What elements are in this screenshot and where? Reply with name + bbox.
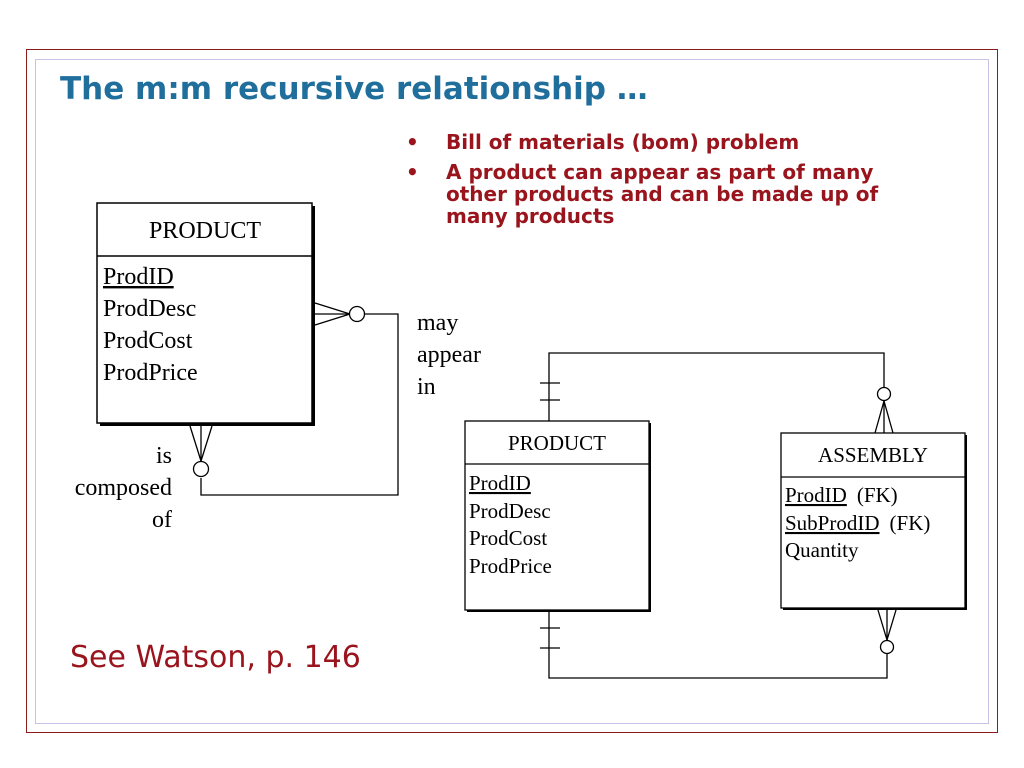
one-mandatory-marker-top: [540, 382, 560, 401]
entity-attribute-key: ProdID: [103, 264, 174, 290]
relationship-label: appear: [417, 342, 481, 368]
relationship-label: in: [417, 374, 436, 400]
left-er-diagram: PRODUCT ProdID ProdDesc ProdCost ProdPri…: [75, 202, 481, 533]
attribute-name: ProdID: [785, 483, 847, 507]
entity-name: PRODUCT: [508, 431, 606, 455]
reference-text: See Watson, p. 146: [70, 640, 361, 675]
crows-foot-many-optional-top: [874, 386, 894, 434]
attribute-suffix: (FK): [890, 511, 931, 535]
one-mandatory-marker-bottom: [540, 627, 560, 649]
bullet-text: A product can appear as part of many oth…: [446, 160, 879, 228]
bullet-icon: •: [406, 130, 419, 154]
bullet-item: • Bill of materials (bom) problem: [406, 131, 936, 153]
slide-title: The m:m recursive relationship …: [60, 71, 648, 107]
relationship-label: composed: [75, 475, 172, 501]
entity-attribute: ProdPrice: [469, 554, 552, 578]
crows-foot-many-optional-bottom: [877, 609, 897, 655]
attribute-name: SubProdID: [785, 511, 880, 535]
crows-foot-many-optional-right: [314, 302, 366, 326]
bullet-text: Bill of materials (bom) problem: [446, 130, 800, 154]
entity-attribute-key: ProdID (FK): [785, 483, 898, 507]
right-er-diagram: PRODUCT ProdID ProdDesc ProdCost ProdPri…: [464, 352, 967, 679]
entity-attribute: ProdCost: [469, 526, 547, 550]
crows-foot-many-optional-bottom: [189, 425, 213, 478]
bullet-list: • Bill of materials (bom) problem • A prod…: [406, 131, 936, 235]
bullet-item: • A product can appear as part of many ot…: [406, 161, 936, 227]
entity-attribute: Quantity: [785, 538, 859, 562]
recursive-relationship-line: [200, 313, 399, 496]
entity-attribute: ProdDesc: [103, 296, 196, 322]
slide-frame-outer: [26, 49, 998, 733]
entity-attribute: ProdCost: [103, 328, 193, 354]
entity-name: PRODUCT: [149, 218, 261, 244]
relationship-line-top: [548, 352, 885, 421]
relationship-label: of: [152, 507, 172, 533]
product-entity-box: [464, 420, 650, 611]
entity-name: ASSEMBLY: [818, 443, 928, 467]
bullet-icon: •: [406, 160, 419, 184]
entity-attribute-key: SubProdID (FK): [785, 511, 930, 535]
attribute-suffix: (FK): [857, 483, 898, 507]
entity-attribute-key: ProdID: [469, 471, 531, 495]
product-entity-box: [96, 202, 313, 424]
assembly-entity-box: [780, 432, 966, 609]
relationship-label: is: [156, 443, 172, 469]
entity-attribute: ProdDesc: [469, 499, 551, 523]
slide-frame-inner: [35, 59, 989, 724]
relationship-line-bottom: [548, 610, 888, 679]
entity-attribute: ProdPrice: [103, 360, 198, 386]
relationship-label: may: [417, 310, 458, 336]
